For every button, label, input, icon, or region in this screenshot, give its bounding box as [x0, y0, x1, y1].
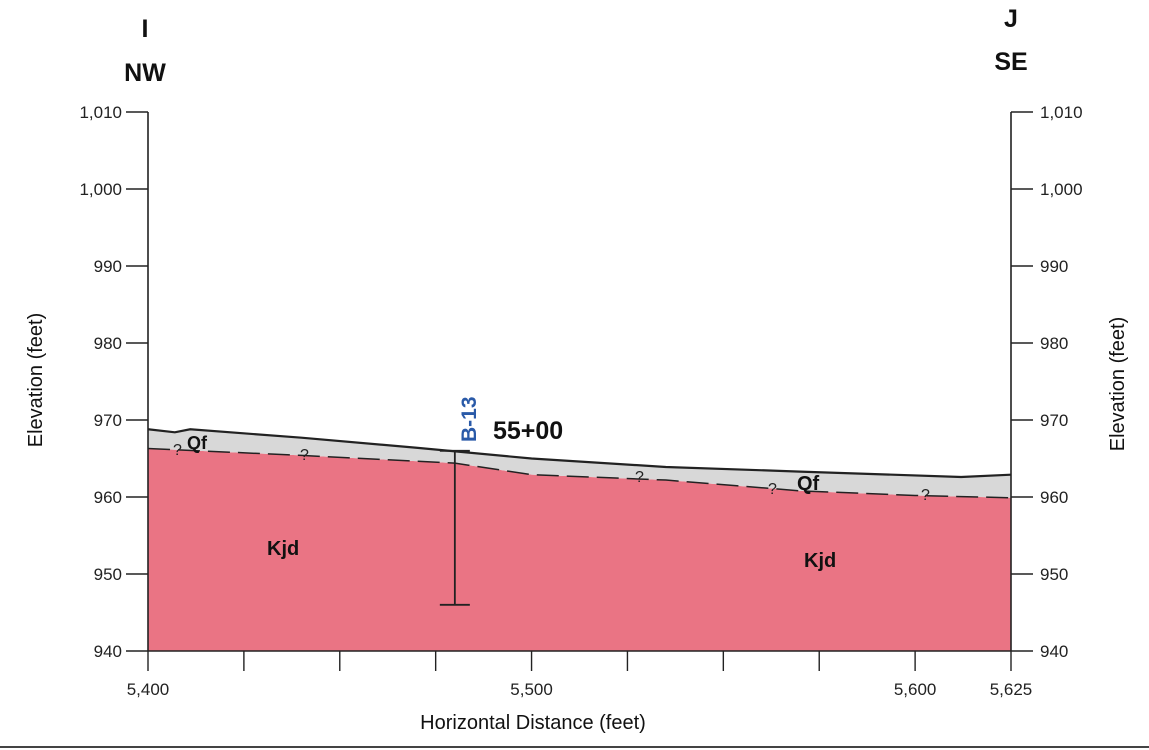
right-marker-direction: SE [994, 48, 1027, 76]
geologic-layers [147, 428, 1012, 651]
x-tick-label: 5,625 [990, 680, 1033, 699]
y-tick-label-right: 960 [1040, 488, 1068, 507]
boring-label: B-13 [458, 396, 481, 442]
query-mark: ? [768, 481, 777, 498]
right-marker-letter: J [1004, 5, 1018, 33]
kjd-label-right: Kjd [804, 550, 836, 572]
y-tick-label-left: 950 [94, 565, 122, 584]
kjd-unit-fill [148, 448, 1011, 651]
x-tick-label: 5,600 [894, 680, 937, 699]
qf-label-right: Qf [797, 473, 820, 495]
y-axis-title-left: Elevation (feet) [25, 313, 47, 448]
y-tick-label-right: 970 [1040, 411, 1068, 430]
left-marker-letter: I [142, 15, 149, 43]
y-tick-label-right: 950 [1040, 565, 1068, 584]
y-tick-label-right: 1,000 [1040, 180, 1083, 199]
y-tick-label-left: 940 [94, 642, 122, 661]
query-mark: ? [921, 487, 930, 504]
qf-label-left: Qf [187, 433, 208, 453]
query-mark: ? [635, 469, 644, 486]
tick-marks: 940 940 950 950 960 960 970 970 980 980 990 990 1,00… [79, 103, 1082, 699]
y-tick-label-left: 990 [94, 257, 122, 276]
qf-unit-fill [148, 429, 1011, 498]
x-tick-label: 5,400 [127, 680, 170, 699]
axes [0, 112, 1149, 748]
y-tick-label-left: 960 [94, 488, 122, 507]
x-tick-label: 5,500 [510, 680, 553, 699]
query-mark: ? [173, 442, 182, 459]
y-tick-label-right: 1,010 [1040, 103, 1083, 122]
x-axis-title: Horizontal Distance (feet) [420, 712, 646, 734]
y-tick-label-left: 980 [94, 334, 122, 353]
y-tick-label-right: 980 [1040, 334, 1068, 353]
ground-surface-line [147, 428, 1012, 479]
y-tick-label-right: 940 [1040, 642, 1068, 661]
station-label: 55+00 [493, 417, 563, 445]
y-axis-title-right: Elevation (feet) [1107, 317, 1129, 452]
y-tick-label-left: 1,010 [79, 103, 122, 122]
left-marker-direction: NW [124, 59, 166, 87]
qf-kjd-contact-line [147, 447, 1012, 499]
y-tick-label-left: 1,000 [79, 180, 122, 199]
query-mark: ? [300, 447, 309, 464]
y-tick-label-right: 990 [1040, 257, 1068, 276]
y-tick-label-left: 970 [94, 411, 122, 430]
kjd-label-left: Kjd [267, 538, 299, 560]
